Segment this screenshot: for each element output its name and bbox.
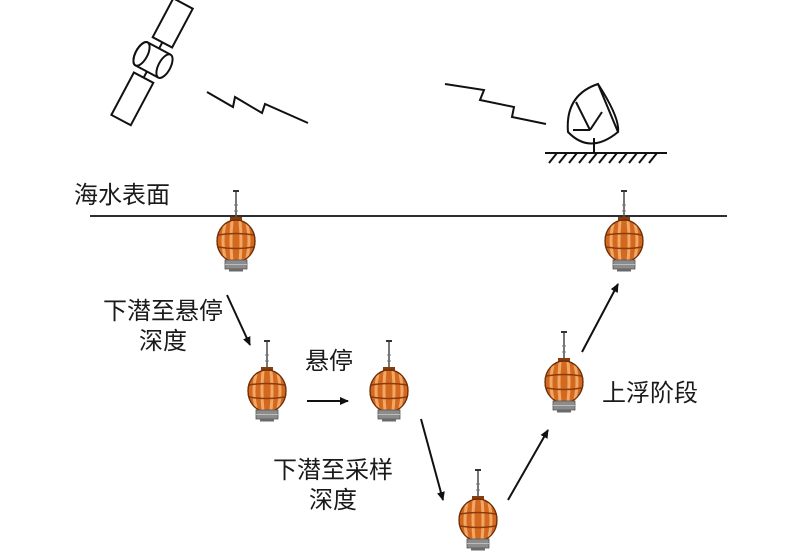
arrow-ascend-upper (581, 283, 619, 353)
satellite-dish-icon (545, 82, 667, 164)
descend-to-sample-line2: 深度 (309, 486, 357, 514)
sea-surface-label: 海水表面 (74, 181, 170, 209)
float-hover-2 (368, 339, 410, 423)
float-ascending (543, 330, 585, 414)
arrow-descend-to-sample (420, 418, 445, 501)
descend-to-hover-line2: 深度 (139, 327, 187, 355)
signal-zigzag-left (206, 91, 309, 124)
float-hover-1 (246, 339, 288, 423)
float-sampling (457, 468, 499, 552)
float-surface-start (215, 189, 257, 273)
descend-to-hover-label: 下潜至悬停 深度 (88, 296, 238, 356)
descend-to-sample-line1: 下潜至采样 (273, 456, 393, 484)
signal-zigzag-right (444, 83, 547, 125)
hover-label: 悬停 (305, 347, 353, 375)
arrow-descend-to-hover (226, 294, 251, 346)
ascent-stage-label: 上浮阶段 (602, 379, 698, 407)
satellite-icon (110, 0, 195, 127)
float-surface-end (603, 189, 645, 273)
descend-to-hover-line1: 下潜至悬停 (103, 297, 223, 325)
arrow-ascend-lower (507, 429, 549, 501)
descend-to-sample-label: 下潜至采样 深度 (258, 455, 408, 515)
